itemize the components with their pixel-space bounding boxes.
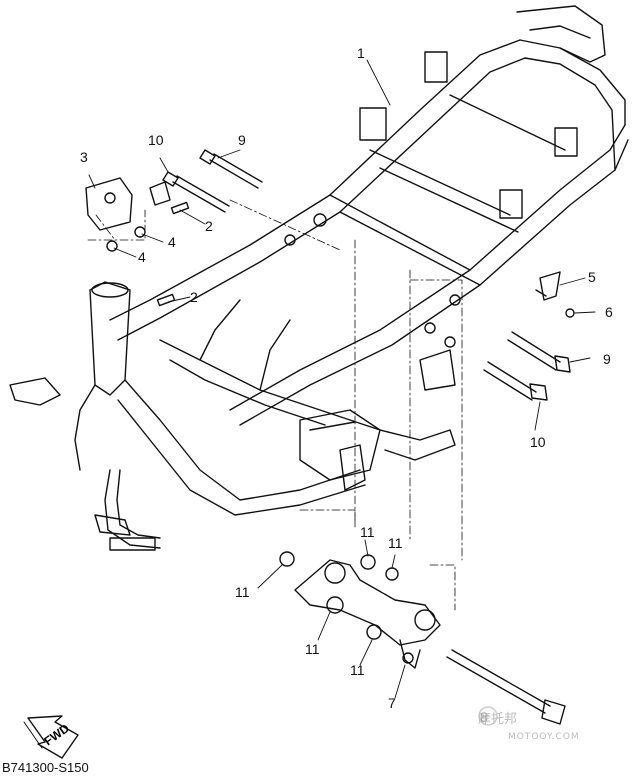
watermark-url: MOTOOY.COM — [508, 732, 580, 742]
callout-11e: 11 — [350, 662, 365, 678]
callout-11b: 11 — [388, 535, 403, 551]
left-bolts — [162, 149, 263, 213]
callout-11a: 11 — [360, 524, 375, 540]
callout-3: 3 — [80, 149, 88, 165]
callout-10a: 10 — [148, 132, 164, 148]
main-frame — [9, 5, 629, 551]
callout-5: 5 — [588, 269, 596, 285]
leader-lines — [88, 59, 596, 699]
callout-4b: 4 — [138, 249, 146, 265]
callout-2b: 2 — [190, 289, 198, 305]
callout-11d: 11 — [305, 641, 320, 657]
callout-11c: 11 — [235, 584, 250, 600]
left-bracket-assembly — [85, 177, 190, 307]
callout-1: 1 — [357, 45, 365, 61]
callout-8: 8 — [480, 709, 488, 725]
alignment-lines — [87, 199, 463, 611]
watermark-logo-icon — [478, 706, 498, 726]
callout-9b: 9 — [603, 351, 611, 367]
callout-4a: 4 — [168, 234, 176, 250]
clip-and-screw — [535, 271, 575, 318]
callout-9a: 9 — [238, 132, 246, 148]
callout-10b: 10 — [530, 434, 546, 450]
callout-6: 6 — [605, 304, 613, 320]
fwd-arrow-icon — [23, 715, 79, 759]
right-bolts — [483, 331, 571, 401]
engine-hanger — [279, 551, 441, 669]
callout-7: 7 — [388, 695, 396, 711]
watermark-text: 摩托邦 — [478, 712, 518, 727]
through-bolt — [446, 649, 566, 725]
callout-2a: 2 — [205, 218, 213, 234]
drawing-code: B741300-S150 — [2, 760, 89, 775]
